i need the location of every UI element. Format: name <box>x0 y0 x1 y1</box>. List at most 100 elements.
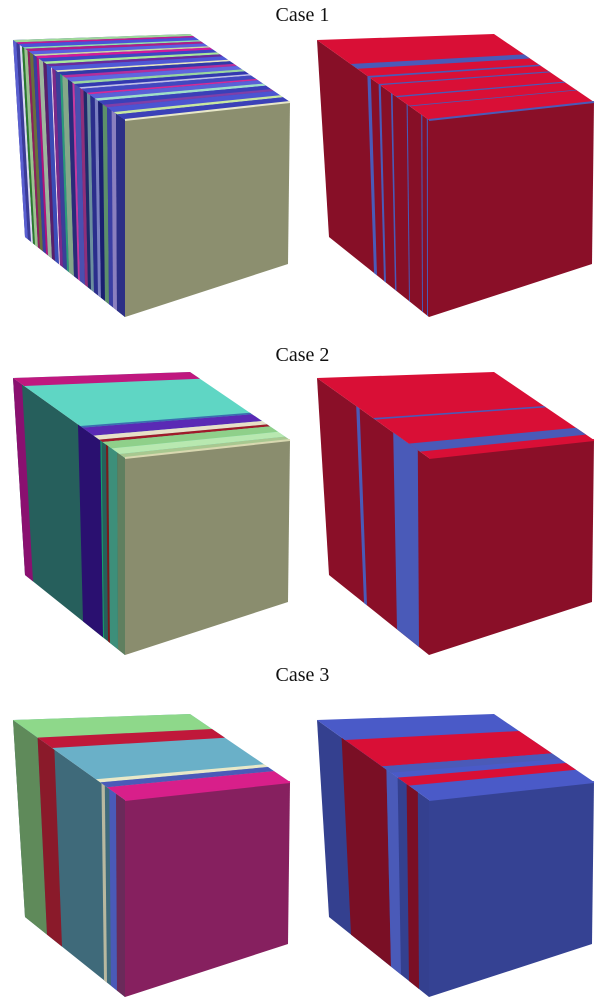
top-stripe <box>99 424 270 442</box>
top-stripe <box>397 763 576 786</box>
side-stripe <box>106 444 110 643</box>
side-stripe <box>406 784 419 989</box>
top-stripe <box>65 66 242 82</box>
top-stripe <box>25 41 204 52</box>
side-stripe <box>390 92 397 291</box>
side-stripe <box>107 107 113 308</box>
side-stripe <box>421 114 423 313</box>
side-stripe <box>367 76 377 276</box>
side-stripe <box>60 73 69 273</box>
side-stripe <box>38 58 52 259</box>
top-stripe <box>395 81 566 98</box>
case-3-title: Case 3 <box>275 664 330 686</box>
front-face <box>429 782 594 997</box>
top-stripe <box>38 49 217 62</box>
side-stripe <box>22 46 35 246</box>
side-stripe <box>72 82 80 282</box>
top-stripe <box>33 46 211 56</box>
top-edge <box>124 781 291 801</box>
case-3-left-cube <box>13 714 291 997</box>
side-stripe <box>378 84 386 283</box>
side-stripe <box>406 104 410 302</box>
top-stripe <box>102 426 278 449</box>
side-stripe <box>94 98 101 298</box>
top-stripe <box>62 63 237 78</box>
top-edge <box>124 101 291 121</box>
top-stripe <box>35 47 214 59</box>
case-2-title: Case 2 <box>275 344 330 366</box>
side-stripe <box>55 70 67 271</box>
top-stripe <box>74 71 249 88</box>
top-stripe <box>373 406 546 420</box>
top-stripe <box>382 753 560 773</box>
top-stripe <box>71 69 245 84</box>
top-stripe <box>95 764 269 783</box>
side-stripe <box>29 52 43 252</box>
top-stripe <box>117 97 290 120</box>
top-stripe <box>93 421 267 440</box>
side-stripe <box>341 737 391 967</box>
front-face <box>429 440 594 655</box>
side-stripe <box>27 50 40 250</box>
top-stripe <box>13 372 200 386</box>
top-stripe <box>80 412 252 428</box>
top-stripe <box>350 54 530 69</box>
side-stripe <box>78 424 103 638</box>
case-2-left-cube <box>13 372 291 655</box>
top-stripe <box>111 431 285 454</box>
side-stripe <box>393 432 419 647</box>
side-stripe <box>24 48 38 248</box>
side-stripe <box>74 84 85 285</box>
side-stripe <box>98 100 105 301</box>
side-stripe <box>83 90 91 290</box>
top-stripe <box>13 34 193 43</box>
top-stripe <box>98 85 271 105</box>
side-stripe <box>111 110 117 311</box>
side-stripe <box>108 446 118 650</box>
side-stripe <box>100 440 104 639</box>
top-stripe <box>82 414 263 436</box>
top-stripe <box>43 52 221 64</box>
case-2-right-cube <box>317 372 595 655</box>
side-stripe <box>80 88 88 288</box>
side-stripe <box>43 61 55 261</box>
case-3-right-cube <box>317 714 595 997</box>
top-stripe <box>367 64 541 78</box>
side-stripe <box>90 95 98 296</box>
top-stripe <box>107 91 280 112</box>
side-stripe <box>116 793 125 997</box>
top-stripe <box>50 56 228 71</box>
side-stripe <box>109 788 117 991</box>
top-stripe <box>55 59 230 72</box>
case-1-title: Case 1 <box>275 4 330 26</box>
top-edge <box>124 439 291 459</box>
top-stripe <box>113 95 283 115</box>
top-edge <box>428 781 595 801</box>
side-stripe <box>101 783 107 983</box>
side-stripe <box>13 378 33 582</box>
side-stripe <box>36 56 48 256</box>
top-stripe <box>119 436 291 458</box>
top-stripe <box>89 80 263 99</box>
top-stripe <box>18 37 199 48</box>
side-stripe <box>51 67 60 265</box>
top-stripe <box>23 40 201 49</box>
top-stripe <box>107 771 290 800</box>
side-stripe <box>426 118 428 317</box>
case-1-left-cube <box>13 34 291 317</box>
top-stripe <box>86 78 259 95</box>
top-stripe <box>408 89 577 107</box>
top-stripe <box>28 43 209 55</box>
side-stripe <box>19 44 33 244</box>
top-edge <box>428 439 595 459</box>
top-stripe <box>100 767 275 788</box>
side-stripe <box>67 79 78 280</box>
side-stripe <box>13 720 47 935</box>
side-stripe <box>33 54 46 254</box>
top-edge <box>428 101 595 121</box>
front-face <box>429 102 594 317</box>
side-stripe <box>52 68 63 268</box>
top-stripe <box>378 71 551 86</box>
top-stripe <box>81 75 256 93</box>
top-stripe <box>13 714 212 738</box>
